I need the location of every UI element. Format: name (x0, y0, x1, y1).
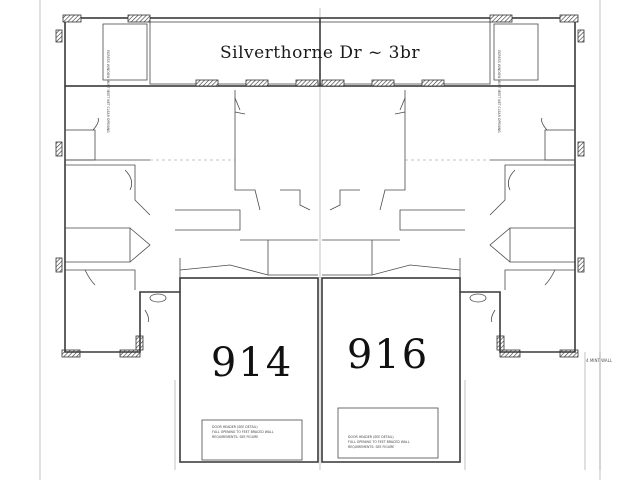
garage-note-right-2: FULL OPENING TO FEET BRACED WALL (348, 440, 410, 444)
garage-note-left-2: FULL OPENING TO FEET BRACED WALL (212, 430, 274, 434)
unit-916-interior (322, 90, 576, 323)
garage-note-left-1: DOOR HEADER (SEE DETAIL) (212, 425, 258, 429)
side-wall: 4 MINT WALL (584, 352, 613, 470)
window-note-left: EGRESS WINDOW MUST MEET NET CLEAR OPENIN… (106, 50, 110, 133)
unit-number-left: 914 (211, 340, 293, 386)
garage-note-right-3: REQUIREMENTS: SEE FIGURE (348, 445, 394, 449)
unit-914-interior (64, 90, 318, 323)
plan-title: Silverthorne Dr ~ 3br (220, 43, 420, 63)
garage-note-left-3: REQUIREMENTS: SEE FIGURE (212, 435, 258, 439)
notes: EGRESS WINDOW MUST MEET NET CLEAR OPENIN… (106, 50, 501, 449)
unit-number-right: 916 (347, 332, 429, 378)
posts (55, 14, 585, 358)
garages (174, 277, 466, 470)
garage-note-right-1: DOOR HEADER (SEE DETAIL) (348, 435, 394, 439)
window-note-right: EGRESS WINDOW MUST MEET NET CLEAR OPENIN… (497, 50, 501, 133)
side-note: 4 MINT WALL (586, 358, 613, 363)
rear-deck (64, 17, 576, 87)
